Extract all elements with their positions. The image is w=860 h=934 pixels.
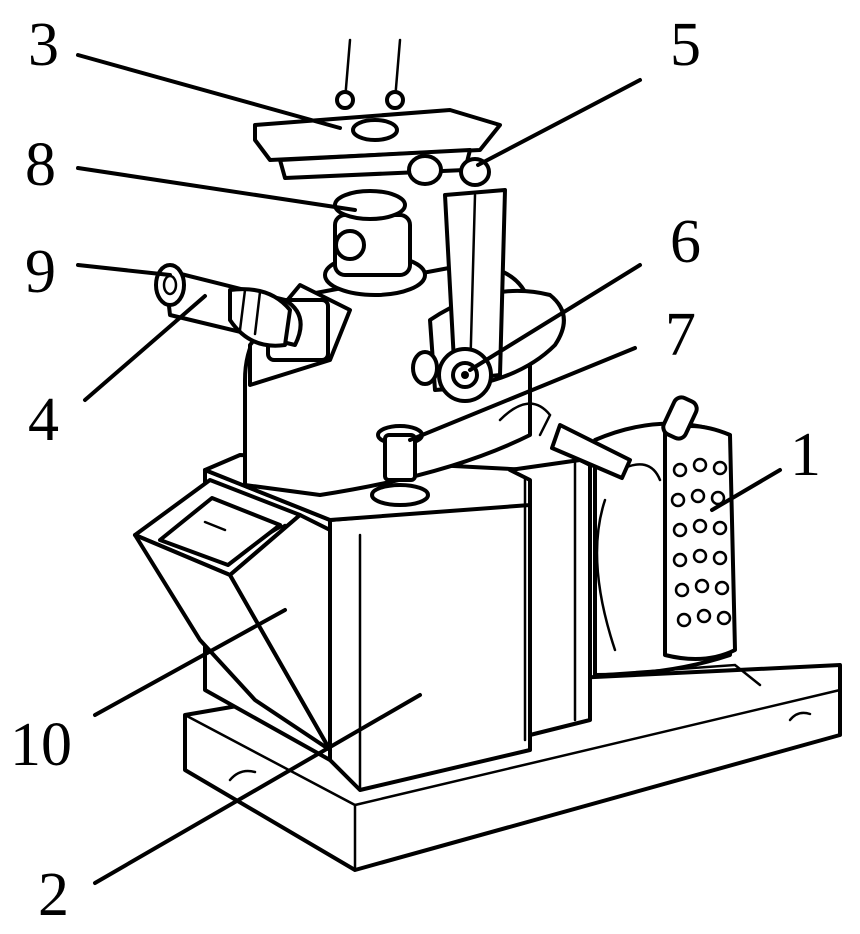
microscope-body — [243, 188, 566, 497]
label-8: 8 — [25, 131, 56, 199]
focus-knobs — [407, 154, 493, 403]
label-2: 2 — [38, 861, 69, 929]
specimen-stage — [253, 38, 502, 180]
leader-8 — [76, 166, 357, 212]
label-4: 4 — [28, 386, 59, 454]
label-3: 3 — [28, 11, 59, 79]
leader-5 — [476, 78, 642, 167]
lamp-housing — [593, 395, 762, 687]
part-labels: 1 2 3 4 5 6 7 8 9 10 — [10, 11, 821, 929]
label-6: 6 — [670, 208, 701, 276]
leader-6 — [468, 263, 642, 372]
leader-3 — [76, 53, 342, 130]
leader-4 — [83, 294, 207, 402]
leader-10 — [93, 608, 287, 717]
leader-2 — [93, 693, 422, 885]
projection-screen — [133, 478, 332, 752]
leader-1 — [710, 468, 782, 512]
leader-9 — [76, 263, 172, 277]
label-10: 10 — [10, 711, 72, 779]
label-5: 5 — [670, 11, 701, 79]
label-9: 9 — [25, 238, 56, 306]
leader-7 — [408, 346, 637, 442]
label-7: 7 — [665, 301, 696, 369]
ventilation-holes — [670, 457, 732, 628]
label-1: 1 — [790, 421, 821, 489]
leader-lines — [76, 53, 782, 885]
eyepiece-tube — [154, 263, 303, 348]
